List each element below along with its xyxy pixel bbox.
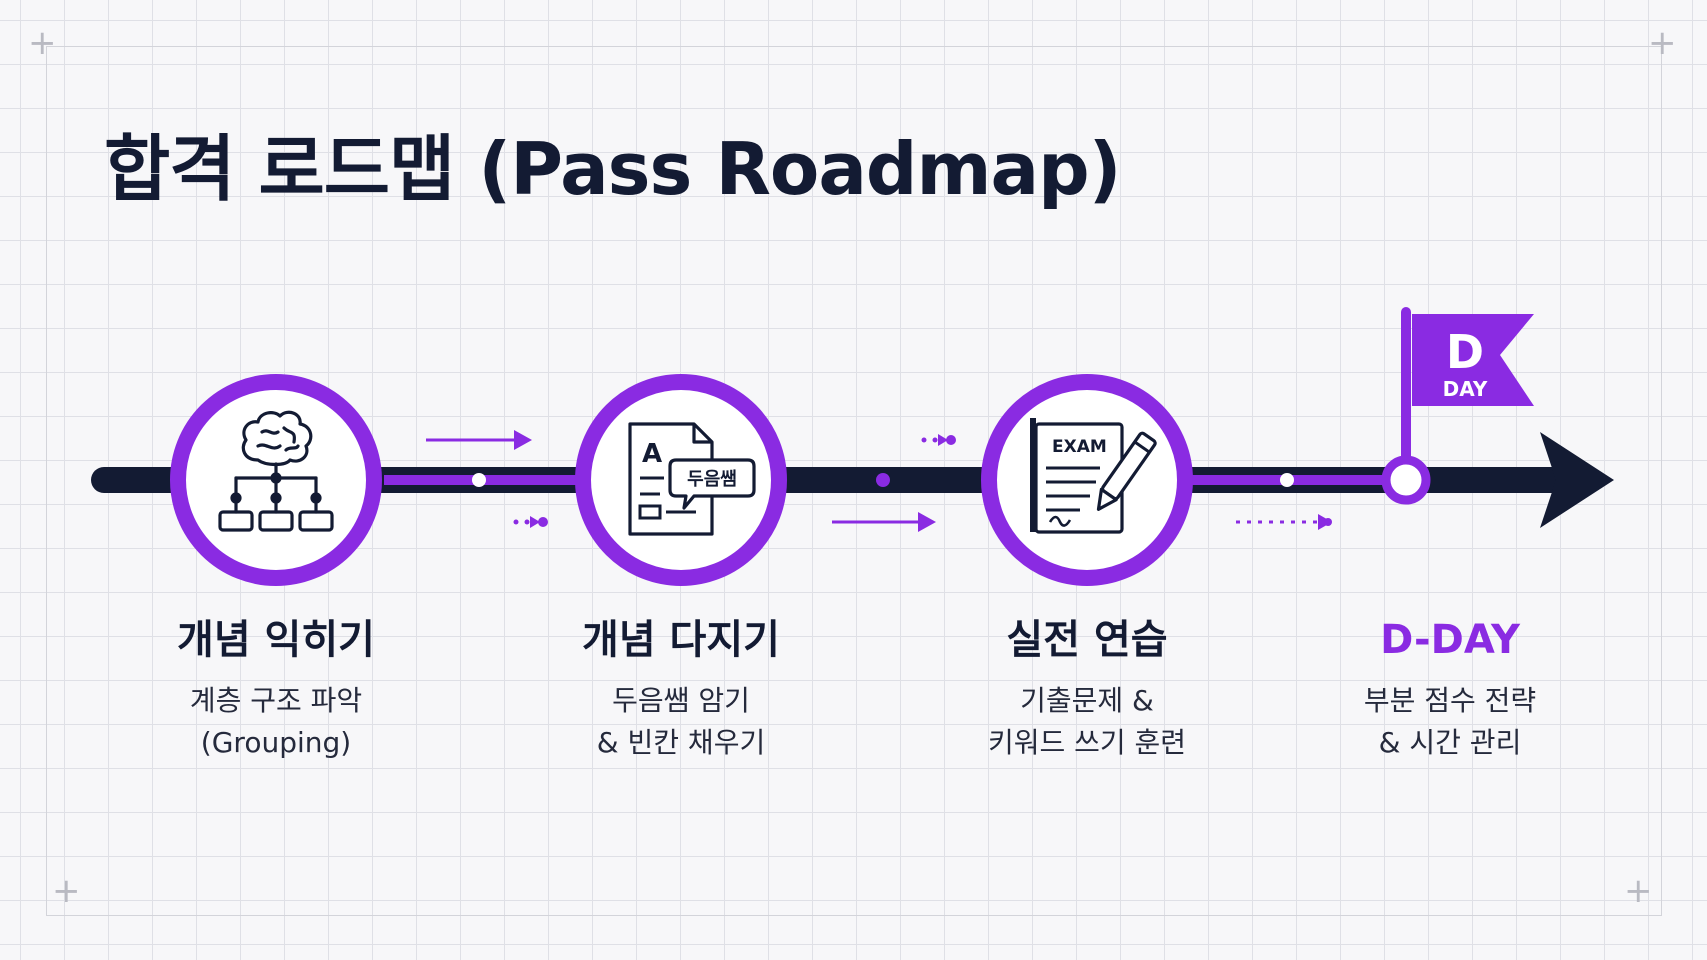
corner-mark-bottom-left: +	[52, 871, 81, 911]
step-3: 실전 연습 기출문제 & 키워드 쓰기 훈련	[907, 616, 1267, 764]
step-1-desc-line-1: 계층 구조 파악	[189, 684, 363, 717]
timeline-arrowhead	[1540, 432, 1614, 528]
bubble-text: 두음쌤	[687, 469, 737, 490]
exam-paper-pen-icon: EXAM	[1030, 418, 1157, 534]
step-4-desc-line-2: & 시간 관리	[1378, 726, 1522, 759]
exam-label: EXAM	[1052, 437, 1107, 457]
d-day-flag-icon: D DAY	[1381, 307, 1534, 505]
document-letter: A	[642, 439, 662, 469]
milestone-dot-1	[472, 473, 486, 487]
step-1-node	[170, 374, 382, 586]
step-4-title: D-DAY	[1380, 617, 1520, 663]
flow-arrow-3	[921, 434, 956, 446]
flow-arrow-5	[1236, 514, 1332, 530]
page-title: 합격 로드맵 (Pass Roadmap)	[104, 127, 1122, 211]
flow-arrow-2	[513, 516, 548, 528]
document-memorize-icon: A 두음쌤	[628, 422, 756, 536]
step-3-desc-line-2: 키워드 쓰기 훈련	[987, 726, 1187, 759]
goal-ring	[1381, 455, 1431, 505]
brain-hierarchy-icon	[218, 410, 334, 532]
step-2-desc-line-2: & 빈칸 채우기	[596, 726, 766, 759]
step-3-title: 실전 연습	[1006, 617, 1168, 663]
step-3-node: EXAM	[981, 374, 1193, 586]
flag-letter: D	[1446, 325, 1484, 379]
step-2: 개념 다지기 두음쌤 암기 & 빈칸 채우기	[501, 616, 861, 764]
step-3-desc: 기출문제 & 키워드 쓰기 훈련	[907, 680, 1267, 764]
flow-arrow-1	[426, 430, 532, 450]
corner-mark-bottom-right: +	[1624, 871, 1653, 911]
step-2-title: 개념 다지기	[582, 617, 780, 663]
step-2-desc: 두음쌤 암기 & 빈칸 채우기	[501, 680, 861, 764]
step-2-node: A 두음쌤	[575, 374, 787, 586]
step-2-desc-line-1: 두음쌤 암기	[612, 684, 750, 717]
step-3-desc-line-1: 기출문제 &	[1020, 684, 1154, 717]
milestone-dot-3	[1280, 473, 1294, 487]
flag-day-text: DAY	[1443, 377, 1488, 401]
milestone-dot-2	[876, 473, 890, 487]
corner-mark-top-right: +	[1648, 23, 1677, 63]
flow-arrow-4	[832, 512, 936, 532]
step-1-title: 개념 익히기	[177, 617, 375, 663]
step-4: D-DAY 부분 점수 전략 & 시간 관리	[1270, 616, 1630, 764]
step-1-desc: 계층 구조 파악 (Grouping)	[96, 680, 456, 764]
step-1-desc-line-2: (Grouping)	[200, 726, 352, 759]
step-1: 개념 익히기 계층 구조 파악 (Grouping)	[96, 616, 456, 764]
step-4-desc: 부분 점수 전략 & 시간 관리	[1270, 680, 1630, 764]
corner-mark-top-left: +	[28, 23, 57, 63]
step-4-desc-line-1: 부분 점수 전략	[1363, 684, 1537, 717]
